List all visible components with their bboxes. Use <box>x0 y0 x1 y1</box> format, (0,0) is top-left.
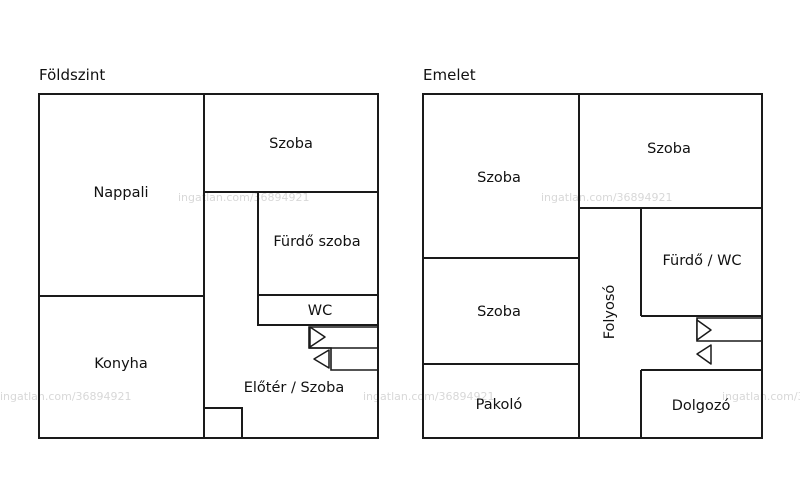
upper-floor-plan: Emelet Szoba Szoba Szoba Fürdő / WC Foly… <box>422 66 763 439</box>
room-label-wc: WC <box>308 303 332 319</box>
ground-floor-plan: Földszint Nappali Szoba Fürdő szoba WC K… <box>38 66 379 439</box>
watermark: ingatlan.com/36894921 <box>541 191 673 204</box>
room-label-szoba: Szoba <box>647 141 691 157</box>
room-label-konyha: Konyha <box>94 356 148 372</box>
stairs <box>308 326 378 349</box>
room-label-folyoso: Folyosó <box>602 285 618 340</box>
stair-arrow-right-icon <box>696 319 712 341</box>
room-label-furdo-szoba: Fürdő szoba <box>273 234 360 250</box>
stairs <box>309 347 378 371</box>
watermark: ingatlan.com/36894921 <box>178 191 310 204</box>
room-label-pakolo: Pakoló <box>476 397 523 413</box>
upper-floor-title: Emelet <box>423 66 476 84</box>
room-label-eloter-szoba: Előtér / Szoba <box>244 380 345 396</box>
upper-floor-outline <box>422 93 763 439</box>
room-label-furdo-wc: Fürdő / WC <box>662 253 741 269</box>
watermark: ingatlan.com/36894921 <box>363 390 495 403</box>
room-label-szoba: Szoba <box>477 304 521 320</box>
closet-outline <box>203 407 243 439</box>
room-label-szoba: Szoba <box>269 136 313 152</box>
watermark: ingatlan.com/36894921 <box>0 390 132 403</box>
stair-arrow-right-icon <box>309 326 326 348</box>
wc-outline <box>257 294 379 326</box>
watermarks: ingatlan.com/36894921 ingatlan.com/36894… <box>0 191 800 403</box>
room-label-szoba: Szoba <box>477 170 521 186</box>
room-label-dolgozo: Dolgozó <box>672 398 731 414</box>
ground-floor-title: Földszint <box>39 66 105 84</box>
stair-arrow-left-icon <box>313 349 330 369</box>
stair-arrow-left-icon <box>696 344 712 365</box>
room-label-nappali: Nappali <box>93 185 148 201</box>
